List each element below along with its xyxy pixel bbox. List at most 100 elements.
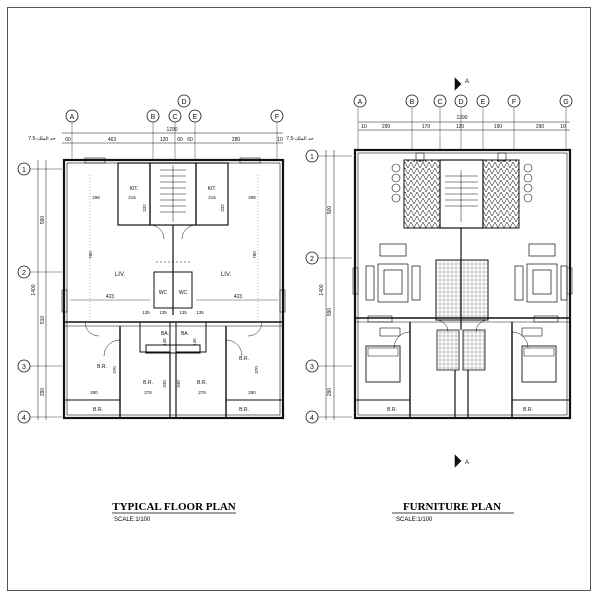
- right-plan-labels: A B C D E F G 1 2 3 4 A A 1290 10 290 17…: [310, 79, 569, 523]
- grid-col-f-right: F: [512, 99, 516, 106]
- dim-left-0: 590: [40, 216, 46, 225]
- grid-col-d-right: D: [458, 99, 463, 106]
- dim-280-left: 280: [90, 390, 98, 395]
- grid-row-2: 2: [22, 270, 26, 277]
- dim-135-a: 135: [142, 310, 150, 315]
- dim-left-right-2: 290: [327, 388, 333, 397]
- dim-135-c: 135: [179, 310, 187, 315]
- dim-370-left: 370: [112, 366, 117, 374]
- dim-top-right-0: 10: [361, 124, 367, 130]
- grid-col-c: C: [172, 114, 177, 121]
- room-br-right-right: B.R.: [523, 407, 533, 413]
- room-ba-right: BA.: [181, 331, 189, 337]
- left-plan-scale: SCALE:1/100: [114, 517, 151, 523]
- dim-overall-top-right: 1290: [456, 115, 467, 121]
- right-plan-scale: SCALE:1/100: [396, 517, 433, 523]
- grid-col-g-right: G: [563, 99, 568, 106]
- right-plan-title: FURNITURE PLAN: [403, 501, 501, 513]
- room-br-3: B.R.: [143, 380, 153, 386]
- left-plan-labels: A B C D E F 1 2 3 4 1290 60 463 120 60 6…: [22, 99, 314, 523]
- dim-370-right: 370: [254, 366, 259, 374]
- side-note-right: 7.5-حد الملك: [286, 136, 313, 142]
- dim-780-left: 780: [88, 251, 93, 259]
- room-liv-right: LIV.: [221, 272, 231, 278]
- dim-780-right: 780: [252, 251, 257, 259]
- grid-row-bubbles: [17, 162, 31, 424]
- grid-col-d: D: [181, 99, 186, 106]
- dim-top-6: 10: [277, 137, 283, 143]
- grid-col-a: A: [70, 114, 75, 121]
- dim-298-right: 298: [248, 195, 256, 200]
- dim-top-2: 120: [160, 137, 169, 143]
- room-kit-right: KIT.: [208, 186, 217, 192]
- room-br-2: B.R.: [239, 356, 249, 362]
- dim-278-right: 278: [198, 390, 206, 395]
- dim-left-overall: 1400: [31, 284, 37, 295]
- dim-278-left: 278: [144, 390, 152, 395]
- grid-row-3-right: 3: [310, 364, 314, 371]
- left-plan-title: TYPICAL FLOOR PLAN: [112, 501, 236, 513]
- section-mark-bottom: A: [465, 460, 469, 466]
- dim-top-4: 60: [187, 137, 193, 143]
- grid-row-2-right: 2: [310, 256, 314, 263]
- dim-top-1: 463: [108, 137, 117, 143]
- drawing-frame: [7, 7, 591, 591]
- furniture-plan: [305, 77, 573, 468]
- room-br-1: B.R.: [97, 364, 107, 370]
- room-br-right-left: B.R.: [387, 407, 397, 413]
- dim-215-left: 215: [128, 195, 136, 200]
- grid-row-1: 1: [22, 167, 26, 174]
- grid-col-e: E: [193, 114, 198, 121]
- dim-280-right: 280: [248, 390, 256, 395]
- dim-145-left: 145: [162, 338, 167, 346]
- room-wc-left: WC: [159, 290, 168, 296]
- dim-top-right-5: 290: [536, 124, 545, 130]
- grid-col-e-right: E: [481, 99, 486, 106]
- dim-left-right-0: 500: [327, 206, 333, 215]
- grid-row-4-right: 4: [310, 415, 314, 422]
- room-br-4: B.R.: [197, 380, 207, 386]
- dim-145-right: 145: [192, 338, 197, 346]
- dim-left-right-1: 590: [327, 308, 333, 317]
- grid-column-bubbles-right: [353, 94, 573, 108]
- dim-top-0: 60: [65, 137, 71, 143]
- dim-top-3: 60: [177, 137, 183, 143]
- grid-row-3: 3: [22, 364, 26, 371]
- dim-top-right-4: 190: [494, 124, 503, 130]
- grid-row-4: 4: [22, 415, 26, 422]
- grid-col-f: F: [275, 114, 279, 121]
- typical-floor-plan: [17, 94, 286, 424]
- room-liv-left: LIV.: [115, 272, 125, 278]
- dim-340-right: 340: [176, 380, 181, 388]
- dim-135-b: 135: [159, 310, 167, 315]
- dim-left-1: 510: [40, 316, 46, 325]
- section-mark-top: A: [465, 79, 469, 85]
- dim-135-d: 135: [196, 310, 204, 315]
- room-br-5: B.R.: [93, 407, 103, 413]
- dim-left-2: 290: [40, 388, 46, 397]
- dim-332-left: 332: [142, 204, 147, 212]
- grid-col-b: B: [151, 114, 156, 121]
- dim-top-right-3: 120: [456, 124, 465, 130]
- grid-col-a-right: A: [358, 99, 363, 106]
- grid-col-c-right: C: [437, 99, 442, 106]
- grid-col-b-right: B: [410, 99, 415, 106]
- dim-top-right-1: 290: [382, 124, 391, 130]
- dim-215-right: 215: [208, 195, 216, 200]
- dim-top-right-2: 170: [422, 124, 431, 130]
- room-kit-left: KIT.: [130, 186, 139, 192]
- dim-overall-top: 1290: [166, 127, 177, 133]
- dim-298-left: 298: [92, 195, 100, 200]
- room-wc-right: WC: [179, 290, 188, 296]
- dim-top-right-6: 10: [560, 124, 566, 130]
- dim-top-5: 280: [232, 137, 241, 143]
- dim-332-right: 332: [220, 204, 225, 212]
- grid-row-1-right: 1: [310, 154, 314, 161]
- dim-423-left: 423: [106, 294, 115, 300]
- dim-423-right: 423: [234, 294, 243, 300]
- grid-row-bubbles-right: [305, 149, 319, 424]
- room-ba-left: BA.: [161, 331, 169, 337]
- room-br-6: B.R.: [239, 407, 249, 413]
- dim-340-left: 340: [162, 380, 167, 388]
